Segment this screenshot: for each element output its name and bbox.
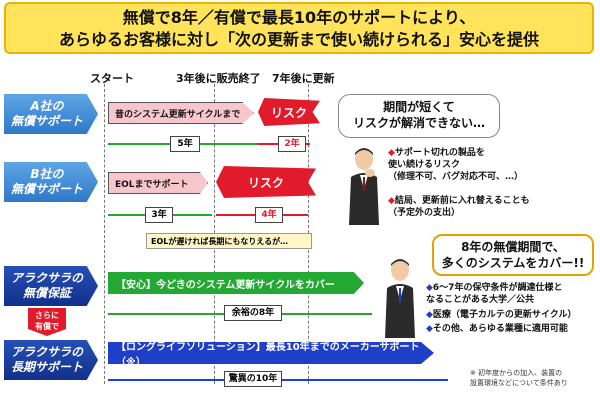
start-divider [104, 84, 105, 384]
callout1-bullet1-text: サポート切れの製品を 使い続けるリスク （修理不可、バグ対応不可、…） [388, 148, 524, 182]
row-b-note: EOLが遅ければ長期にもなりえるが… [146, 233, 312, 249]
row-a-label: A社の 無償サポート [4, 94, 98, 134]
callout2-bullet2-text: 医療（電子カルテの更新サイクル） [432, 310, 577, 320]
row-c-label: アラクサラの 無償保証 [4, 266, 98, 306]
row-b-years: 3年 [145, 207, 173, 223]
timeline-start-label: スタート [90, 72, 134, 85]
red-diamond-icon: ◆ [388, 148, 395, 158]
row-c-years: 余裕の8年 [224, 305, 282, 321]
plus-paid-badge: さらに 有償で [28, 308, 66, 336]
timeline-mid-label: 3年後に販売終了 [176, 72, 261, 85]
callout2-bullet3-text: その他、あらゆる業種に適用可能 [432, 324, 568, 334]
row-a-bar: 昔のシステム更新サイクルまで [108, 102, 254, 124]
row-d-label: アラクサラの 長期サポート [4, 340, 98, 380]
row-b-gap: 4年 [255, 207, 283, 223]
confident-man-icon [380, 256, 420, 338]
row-c-bar: 【安心】今どきのシステム更新サイクルをカバー [108, 272, 364, 294]
callout2-bullet2: ◆医療（電子カルテの更新サイクル） [426, 309, 598, 321]
row-a-gap: 2年 [278, 136, 306, 152]
title-line1: 無償で8年／有償で最長10年のサポートにより、 [122, 8, 476, 27]
row-b-risk: リスク [216, 166, 316, 198]
callout1-bullet2-text: 結局、更新前に入れ替えることも （予定外の支出） [388, 196, 530, 218]
blue-diamond-icon: ◆ [426, 310, 433, 320]
row-b-label: B社の 無償サポート [4, 162, 98, 202]
callout-short-period: 期間が短くて リスクが解消できない… [338, 94, 500, 138]
timeline-end-label: 7年後に更新 [272, 72, 335, 85]
row-d-bar: 【ロングライフソリューション】最長10年までのメーカーサポート（※） [108, 342, 434, 364]
blue-diamond-icon: ◆ [426, 283, 433, 293]
callout-eight-years: 8年の無償期間で、 多くのシステムをカバー!! [432, 234, 594, 276]
callout2-bullet3: ◆その他、あらゆる業種に適用可能 [426, 323, 598, 335]
page-title: 無償で8年／有償で最長10年のサポートにより、 あらゆるお客様に対し「次の更新ま… [4, 2, 594, 54]
blue-diamond-icon: ◆ [426, 324, 433, 334]
row-a-years: 5年 [170, 136, 200, 152]
row-b-bar: EOLまでサポート [108, 172, 208, 194]
callout1-bullet1: ◆サポート切れの製品を 使い続けるリスク （修理不可、バグ対応不可、…） [388, 147, 598, 183]
worried-man-icon [344, 145, 384, 225]
callout2-bullet1: ◆6～7年の保守条件が調達仕様と なることがある大学／公共 [426, 282, 598, 306]
red-diamond-icon: ◆ [388, 196, 395, 206]
footnote: ※ 初年度からの加入、装置の 設置環境などについて条件あり [470, 369, 568, 387]
callout2-bullet1-text: 6～7年の保守条件が調達仕様と なることがある大学／公共 [426, 283, 563, 305]
title-line2: あらゆるお客様に対し「次の更新まで使い続けられる」安心を提供 [58, 30, 539, 49]
callout1-bullet2: ◆結局、更新前に入れ替えることも （予定外の支出） [388, 195, 598, 219]
row-a-risk: リスク [258, 98, 320, 126]
row-d-years: 驚異の10年 [224, 371, 282, 387]
